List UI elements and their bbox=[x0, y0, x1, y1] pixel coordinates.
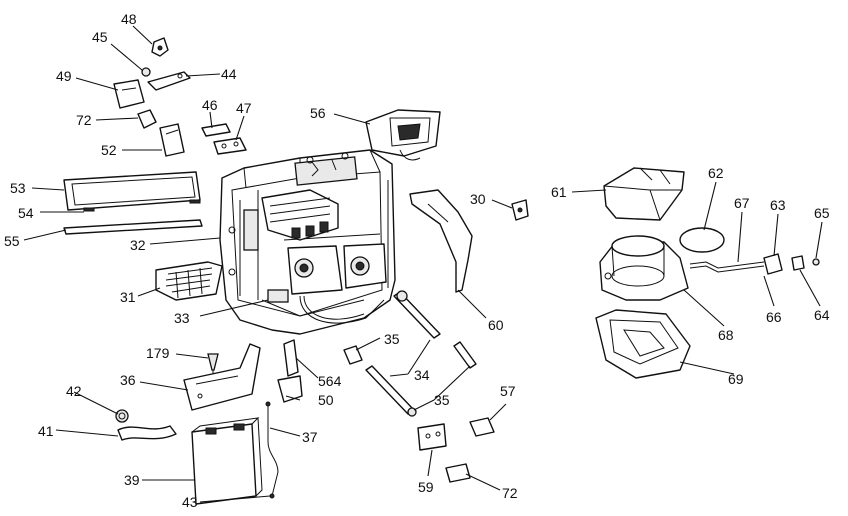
callout-46: 46 bbox=[202, 97, 218, 113]
part-50-link bbox=[277, 375, 303, 403]
part-53-filter-frame bbox=[63, 171, 201, 212]
callout-55: 55 bbox=[4, 233, 20, 249]
part-57-clip bbox=[469, 417, 495, 437]
part-62-disc bbox=[679, 227, 725, 253]
callout-66: 66 bbox=[766, 309, 782, 325]
callout-49: 49 bbox=[56, 68, 72, 84]
part-59-plate bbox=[417, 423, 447, 451]
callout-72: 72 bbox=[76, 112, 92, 128]
part-46-plate bbox=[201, 123, 231, 137]
part-41-hose bbox=[117, 425, 177, 441]
part-64-fitting bbox=[791, 255, 805, 271]
callout-56: 56 bbox=[310, 105, 326, 121]
part-37-43-wire bbox=[265, 401, 279, 499]
callout-35-lower: 35 bbox=[434, 392, 450, 408]
part-44-lever bbox=[147, 71, 191, 91]
callout-31: 31 bbox=[120, 289, 136, 305]
callout-62: 62 bbox=[708, 165, 724, 181]
callout-50: 50 bbox=[318, 392, 334, 408]
callout-48: 48 bbox=[121, 11, 137, 27]
part-42-clamp bbox=[115, 409, 129, 423]
part-56-motor bbox=[365, 109, 441, 161]
callout-33: 33 bbox=[174, 310, 190, 326]
callout-45: 45 bbox=[92, 29, 108, 45]
callout-64: 64 bbox=[814, 307, 830, 323]
part-63-cylinder bbox=[763, 253, 783, 275]
callout-39: 39 bbox=[124, 472, 140, 488]
part-39-battery bbox=[191, 417, 263, 505]
callout-53: 53 bbox=[10, 180, 26, 196]
leader-lines bbox=[23, 25, 823, 503]
callout-65: 65 bbox=[814, 205, 830, 221]
part-45-nut bbox=[141, 67, 151, 77]
callout-57: 57 bbox=[500, 383, 516, 399]
part-30-clip bbox=[511, 199, 529, 221]
part-72-top-clip bbox=[137, 109, 157, 129]
part-72-bottom-clip bbox=[445, 463, 471, 483]
callout-60: 60 bbox=[488, 317, 504, 333]
callout-67: 67 bbox=[734, 195, 750, 211]
callout-47: 47 bbox=[236, 100, 252, 116]
callout-68: 68 bbox=[718, 327, 734, 343]
part-31-tray bbox=[155, 261, 223, 301]
callout-43: 43 bbox=[182, 494, 198, 510]
part-35-knob bbox=[343, 345, 363, 365]
callout-59: 59 bbox=[418, 479, 434, 495]
part-48-clip bbox=[151, 37, 169, 57]
callout-69: 69 bbox=[728, 371, 744, 387]
callout-63: 63 bbox=[770, 197, 786, 213]
part-49-bracket bbox=[113, 79, 145, 109]
callout-labels: 48 45 44 49 72 46 47 56 52 53 54 55 32 3… bbox=[4, 11, 830, 510]
part-65-cap bbox=[812, 258, 820, 266]
part-35-rod-upper bbox=[393, 290, 441, 339]
part-55-strip bbox=[63, 219, 203, 235]
part-61-hood bbox=[603, 167, 685, 221]
callout-34: 34 bbox=[414, 367, 430, 383]
callout-44: 44 bbox=[221, 66, 237, 82]
callout-35-upper: 35 bbox=[384, 331, 400, 347]
callout-32: 32 bbox=[130, 237, 146, 253]
inner-heater-assembly bbox=[243, 189, 387, 324]
callout-54: 54 bbox=[18, 205, 34, 221]
main-housing bbox=[219, 149, 396, 335]
callout-52: 52 bbox=[101, 142, 117, 158]
callout-72-bottom: 72 bbox=[502, 485, 518, 501]
part-52-block bbox=[159, 123, 185, 157]
part-68-blower-housing bbox=[599, 235, 689, 301]
callout-564: 564 bbox=[318, 373, 342, 389]
part-564-arm bbox=[283, 339, 299, 377]
callout-30: 30 bbox=[470, 191, 486, 207]
callout-179: 179 bbox=[146, 345, 170, 361]
part-47-plate bbox=[213, 137, 247, 155]
callout-36: 36 bbox=[120, 372, 136, 388]
part-60-bracket bbox=[409, 189, 473, 293]
callout-61: 61 bbox=[551, 184, 567, 200]
part-36-bracket bbox=[183, 343, 261, 411]
callout-41: 41 bbox=[38, 423, 54, 439]
part-35-rod-lower bbox=[453, 341, 477, 369]
callout-37: 37 bbox=[302, 429, 318, 445]
part-67-rod bbox=[689, 261, 765, 273]
part-69-base bbox=[595, 309, 691, 379]
callout-42: 42 bbox=[66, 383, 82, 399]
